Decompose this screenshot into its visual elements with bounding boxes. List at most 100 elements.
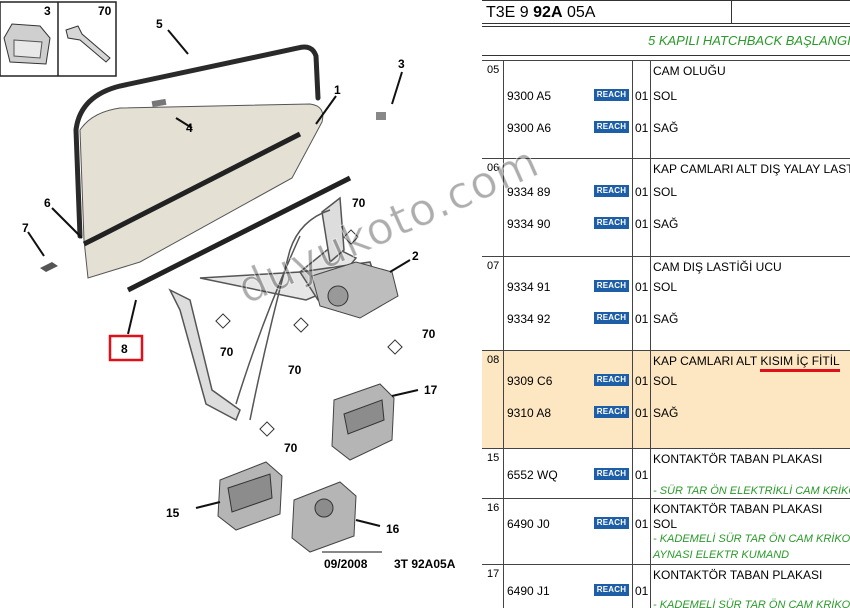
part-number[interactable]: 6490 J0 — [507, 517, 550, 531]
callout-6: 6 — [44, 196, 51, 210]
stamp-date: 09/2008 — [324, 557, 368, 571]
reach-badge: REACH — [594, 517, 629, 529]
side-label: SOL — [653, 374, 678, 388]
reach-badge: REACH — [594, 374, 629, 386]
part-row[interactable]: 9309 C6 REACH 01 SOL — [482, 372, 850, 390]
switch-16 — [291, 481, 357, 553]
group-title: KONTAKTÖR TABAN PLAKASI — [653, 452, 823, 466]
reach-badge: REACH — [594, 280, 629, 292]
quantity: 01 — [635, 517, 649, 531]
column-divider — [503, 60, 504, 608]
parts-catalog-table: T3E 9 92A 05A 5 KAPILI HATCHBACK BAŞLANG… — [482, 0, 850, 608]
catalog-subtitle: 5 KAPILI HATCHBACK BAŞLANGIÇ — [482, 26, 850, 56]
group-title: CAM OLUĞU — [653, 64, 726, 78]
part-row[interactable]: 6552 WQ REACH 01 — [482, 466, 850, 484]
callout-2: 2 — [412, 249, 419, 263]
group-note: AYNASI ELEKTR KUMAND — [653, 549, 790, 561]
callout-70-e: 70 — [284, 441, 298, 455]
part-number[interactable]: 6490 J1 — [507, 584, 550, 598]
part-row[interactable]: 9334 90 REACH 01 SAĞ — [482, 215, 850, 233]
reach-badge: REACH — [594, 406, 629, 418]
switch-17 — [331, 383, 395, 461]
part-number[interactable]: 6552 WQ — [507, 468, 558, 482]
part-row[interactable]: 9300 A5 REACH 01 SOL — [482, 87, 850, 105]
reach-badge: REACH — [594, 217, 629, 229]
quantity: 01 — [635, 217, 649, 231]
group-title-highlight: KISIM İÇ FİTİL — [760, 354, 840, 372]
catalog-group[interactable]: 05 CAM OLUĞU 9300 A5 REACH 01 SOL 9300 A6 REACH… — [482, 60, 850, 158]
inner-belt-strip — [82, 131, 302, 247]
part-number[interactable]: 9334 90 — [507, 217, 551, 231]
reach-badge: REACH — [594, 584, 629, 596]
part-number[interactable]: 9300 A5 — [507, 89, 552, 103]
side-label: SAĞ — [653, 217, 679, 231]
quantity: 01 — [635, 89, 649, 103]
stamp-code: 3T 92A05A — [394, 557, 456, 571]
callout-17: 17 — [424, 383, 438, 397]
callout-70-c: 70 — [288, 363, 302, 377]
column-divider — [632, 60, 633, 608]
callout-7: 7 — [22, 221, 29, 235]
reach-badge: REACH — [594, 312, 629, 324]
side-label: SOL — [653, 89, 678, 103]
callout-5: 5 — [156, 17, 163, 31]
group-title: KAP CAMLARI ALT DIŞ YALAY LASTİĞİ — [653, 162, 850, 176]
part-row[interactable]: 6490 J0 REACH 01 SOL — [482, 515, 850, 533]
inset-box: 3 70 — [0, 1, 117, 77]
reach-badge: REACH — [594, 468, 629, 480]
group-title: KONTAKTÖR TABAN PLAKASI — [653, 568, 823, 582]
group-title: CAM DIŞ LASTİĞİ UCU — [653, 260, 782, 274]
side-label: SOL — [653, 280, 678, 294]
highlight-box-8 — [108, 334, 144, 362]
group-number: 17 — [487, 568, 500, 580]
part-number[interactable]: 9310 A8 — [507, 406, 552, 420]
catalog-code: T3E 9 92A 05A — [482, 0, 732, 24]
side-label: SOL — [653, 517, 678, 531]
reach-badge: REACH — [594, 89, 629, 101]
quantity: 01 — [635, 468, 649, 482]
callout-3: 3 — [398, 57, 405, 71]
quantity: 01 — [635, 374, 649, 388]
part-number[interactable]: 9334 92 — [507, 312, 551, 326]
regulator-motor — [311, 261, 399, 319]
header-empty-cell — [732, 0, 850, 24]
group-number: 05 — [487, 64, 500, 76]
callout-70-b: 70 — [220, 345, 234, 359]
callout-70-d: 70 — [422, 327, 436, 341]
quantity: 01 — [635, 185, 649, 199]
part-number[interactable]: 9309 C6 — [507, 374, 553, 388]
column-divider — [650, 60, 651, 608]
callout-15: 15 — [166, 506, 180, 520]
catalog-group[interactable]: 16 KONTAKTÖR TABAN PLAKASI 6490 J0 REACH 01 S… — [482, 498, 850, 564]
callout-16: 16 — [386, 522, 400, 536]
group-title: KONTAKTÖR TABAN PLAKASI — [653, 502, 823, 516]
catalog-group[interactable]: 06 KAP CAMLARI ALT DIŞ YALAY LASTİĞİ 9334 … — [482, 158, 850, 256]
part-row[interactable]: 9334 89 REACH 01 SOL — [482, 183, 850, 201]
part-number[interactable]: 9300 A6 — [507, 121, 552, 135]
side-label: SOL — [653, 185, 678, 199]
quantity: 01 — [635, 121, 649, 135]
group-note: - KADEMELİ SÜR TAR ÖN CAM KRİKO — [653, 599, 850, 608]
reach-badge: REACH — [594, 185, 629, 197]
inset-label-3: 3 — [44, 4, 51, 18]
code-prefix: T3E 9 — [486, 4, 534, 21]
callout-70-a: 70 — [352, 196, 366, 210]
callout-8[interactable]: 8 — [121, 342, 128, 356]
reach-badge: REACH — [594, 121, 629, 133]
group-number: 16 — [487, 502, 500, 514]
group-number: 06 — [487, 162, 500, 174]
outer-belt-strip — [126, 175, 352, 293]
door-glass — [79, 103, 324, 279]
code-suffix: 05A — [562, 4, 596, 21]
part-number[interactable]: 9334 89 — [507, 185, 551, 199]
part-number[interactable]: 9334 91 — [507, 280, 551, 294]
